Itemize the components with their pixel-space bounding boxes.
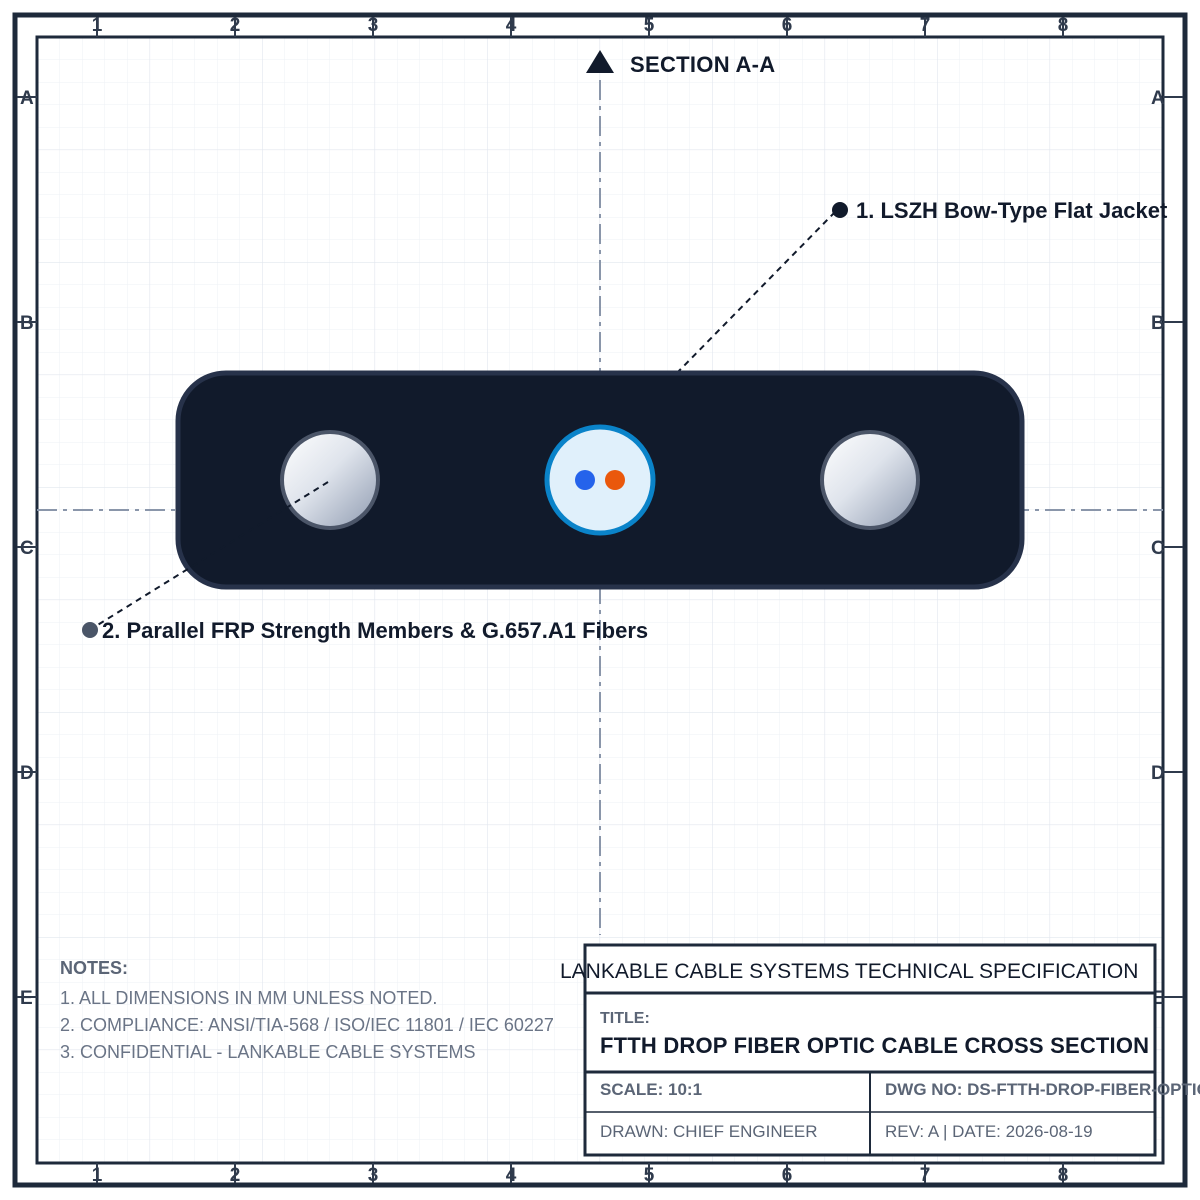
title-block-drawn: DRAWN: CHIEF ENGINEER [600, 1122, 818, 1141]
section-arrow-icon [586, 50, 614, 73]
zone-row-right-B: B [1151, 313, 1165, 334]
title-block-title: FTTH DROP FIBER OPTIC CABLE CROSS SECTIO… [600, 1033, 1149, 1058]
title-block-title-label: TITLE: [600, 1010, 650, 1027]
zone-column-bottom-3: 3 [368, 1165, 379, 1186]
title-block-dwg-no: DWG NO: DS-FTTH-DROP-FIBER-OPTIC [885, 1080, 1200, 1099]
callout-2-dot [82, 622, 98, 638]
frp-strength-member-left [280, 430, 380, 530]
zone-row-right-C: C [1151, 538, 1165, 559]
title-block-company: LANKABLE CABLE SYSTEMS TECHNICAL SPECIFI… [560, 960, 1138, 983]
fiber-buffer-tube [544, 424, 656, 536]
zone-column-top-6: 6 [782, 15, 793, 36]
notes-heading: NOTES: [60, 958, 128, 978]
fiber-orange [605, 470, 625, 490]
zone-column-bottom-2: 2 [230, 1165, 241, 1186]
fiber-blue [575, 470, 595, 490]
zone-column-top-4: 4 [506, 15, 517, 36]
inner-frame [35, 35, 1165, 1165]
zone-row-left-A: A [20, 88, 34, 109]
zone-column-top-1: 1 [92, 15, 103, 36]
zone-row-right-D: D [1151, 763, 1165, 784]
zone-column-top-5: 5 [644, 15, 655, 36]
zone-column-bottom-4: 4 [506, 1165, 517, 1186]
zone-column-top-7: 7 [920, 15, 931, 36]
title-block: LANKABLE CABLE SYSTEMS TECHNICAL SPECIFI… [560, 943, 1200, 1157]
notes-line-2: 2. COMPLIANCE: ANSI/TIA-568 / ISO/IEC 11… [60, 1015, 554, 1035]
zone-row-right-A: A [1151, 88, 1165, 109]
notes-line-3: 3. CONFIDENTIAL - LANKABLE CABLE SYSTEMS [60, 1042, 475, 1062]
zone-column-bottom-5: 5 [644, 1165, 655, 1186]
callout-1-dot [832, 202, 848, 218]
zone-row-left-E: E [20, 988, 33, 1009]
callout-1-text: 1. LSZH Bow-Type Flat Jacket [856, 198, 1168, 223]
notes-line-1: 1. ALL DIMENSIONS IN MM UNLESS NOTED. [60, 988, 437, 1008]
callout-2-text: 2. Parallel FRP Strength Members & G.657… [102, 618, 648, 643]
frp-strength-member-right [820, 430, 920, 530]
zone-row-left-D: D [20, 763, 34, 784]
title-block-scale: SCALE: 10:1 [600, 1080, 702, 1099]
zone-column-bottom-8: 8 [1058, 1165, 1069, 1186]
callout-2-leader [95, 481, 329, 627]
zone-column-top-8: 8 [1058, 15, 1069, 36]
title-block-rev-date: REV: A | DATE: 2026-08-19 [885, 1122, 1093, 1141]
callout-1-leader [671, 211, 836, 379]
zone-column-top-2: 2 [230, 15, 241, 36]
zone-column-bottom-6: 6 [782, 1165, 793, 1186]
zone-row-left-B: B [20, 313, 34, 334]
section-label: SECTION A-A [630, 52, 775, 77]
zone-column-bottom-7: 7 [920, 1165, 931, 1186]
zone-row-left-C: C [20, 538, 34, 559]
zone-column-bottom-1: 1 [92, 1165, 103, 1186]
zone-column-top-3: 3 [368, 15, 379, 36]
